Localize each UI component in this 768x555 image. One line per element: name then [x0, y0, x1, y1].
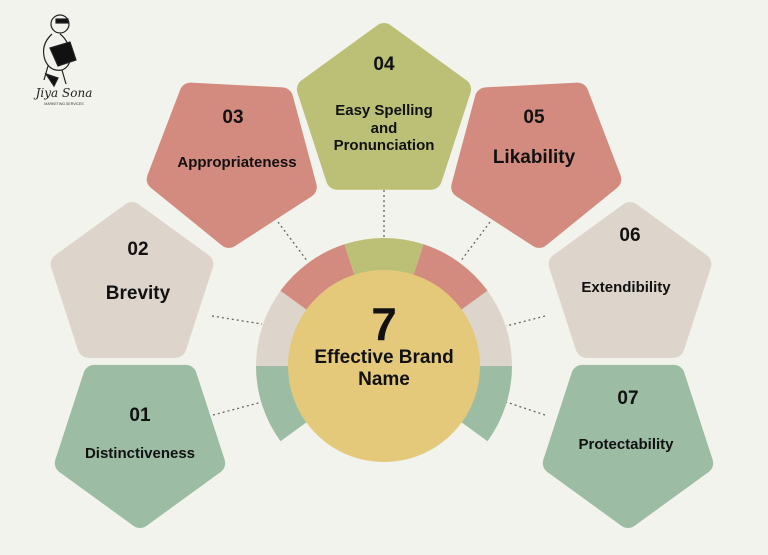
- center-title-line1: Effective Brand: [314, 347, 453, 368]
- connector-06: [505, 315, 546, 327]
- connector-07: [505, 401, 546, 416]
- pentagon-02: [50, 202, 214, 358]
- connectors: [211, 190, 546, 416]
- item-01: 01 Distinctiveness: [85, 405, 195, 462]
- item-04: 04 Easy Spelling and Pronunciation: [334, 54, 435, 154]
- pentagon-05: [451, 82, 622, 248]
- item-07: 07 Protectability: [578, 388, 674, 453]
- logo-tagline: MARKETING SERVICES: [44, 102, 84, 106]
- item-number: 04: [373, 54, 395, 75]
- item-label: Appropriateness: [177, 154, 296, 171]
- item-number: 07: [617, 388, 638, 409]
- item-label: Likability: [493, 147, 576, 168]
- item-label: Distinctiveness: [85, 445, 195, 462]
- item-03: 03 Appropriateness: [177, 107, 296, 171]
- pentagon-03: [146, 82, 317, 248]
- item-05: 05 Likability: [493, 107, 576, 168]
- connector-05: [459, 221, 491, 263]
- item-label: Brevity: [106, 283, 171, 304]
- item-label-line2: and: [371, 120, 398, 137]
- center-number: 7: [371, 298, 397, 350]
- pentagon-07: [542, 364, 714, 528]
- item-label: Extendibility: [581, 279, 671, 296]
- item-label-line3: Pronunciation: [334, 137, 435, 154]
- connector-03: [277, 221, 309, 263]
- logo: Jiya Sona MARKETING SERVICES: [33, 14, 93, 106]
- item-number: 05: [523, 107, 545, 128]
- item-number: 03: [222, 107, 243, 128]
- center-title-line2: Name: [358, 369, 410, 390]
- center-circle: [288, 270, 480, 462]
- item-number: 02: [127, 239, 148, 260]
- pentagon-04: [296, 23, 472, 190]
- pentagon-01: [54, 364, 226, 528]
- item-06: 06 Extendibility: [581, 225, 671, 296]
- item-02: 02 Brevity: [106, 239, 171, 304]
- logo-name: Jiya Sona: [33, 86, 93, 100]
- item-label: Protectability: [578, 436, 674, 453]
- item-label-line1: Easy Spelling: [335, 102, 433, 119]
- connector-01: [212, 401, 263, 416]
- pentagon-06: [548, 202, 712, 358]
- logo-illustration-icon: [42, 14, 77, 88]
- item-number: 06: [619, 225, 640, 246]
- item-number: 01: [129, 405, 151, 426]
- connector-02: [211, 315, 263, 325]
